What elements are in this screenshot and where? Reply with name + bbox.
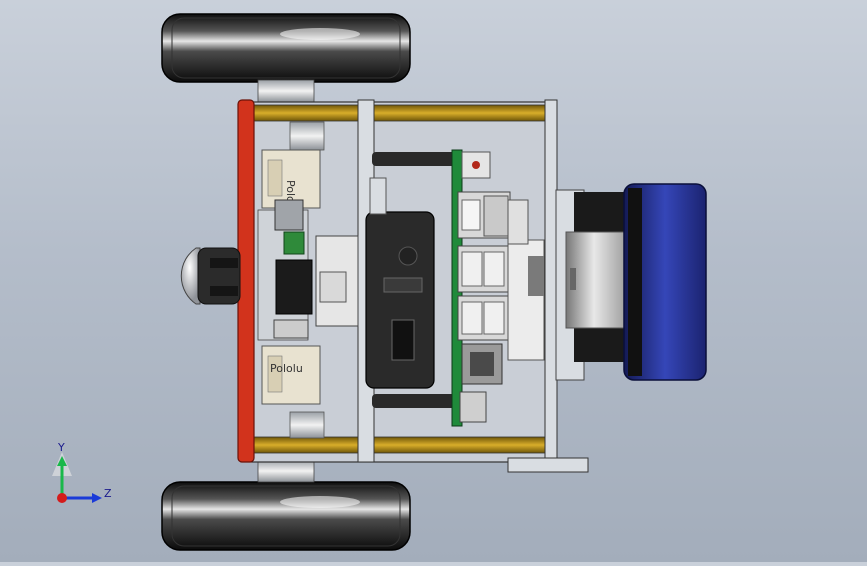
single-board-computer[interactable] [451, 149, 545, 427]
caster-ball[interactable] [180, 247, 241, 305]
y-axis-label: Y [58, 441, 65, 454]
motor-driver-upper[interactable]: Pololu [261, 149, 321, 213]
battery-pack[interactable] [365, 177, 435, 389]
controller-board[interactable] [257, 199, 359, 341]
x-axis-icon [57, 493, 67, 503]
lower-rail [251, 436, 553, 454]
coordinate-triad[interactable] [52, 452, 102, 503]
rear-motor[interactable] [555, 183, 707, 381]
lower-wheel[interactable] [161, 459, 411, 551]
upper-rail [251, 104, 553, 122]
driver-lower-label: Pololu [270, 362, 303, 375]
z-axis-label: Z [104, 487, 112, 500]
motor-driver-lower[interactable]: Pololu [261, 345, 321, 405]
upper-wheel[interactable] [161, 13, 411, 103]
